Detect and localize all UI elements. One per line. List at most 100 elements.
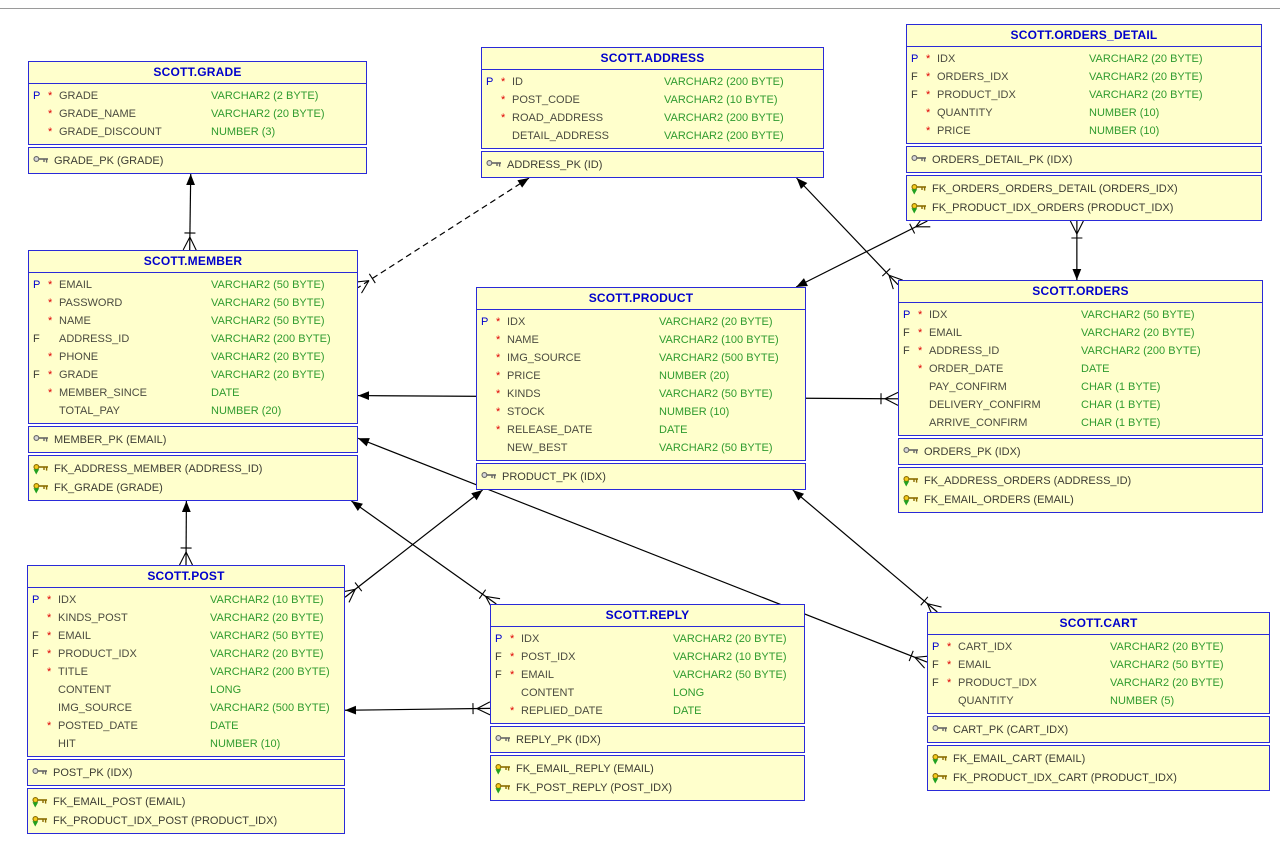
relationship-fk-orders-orders-detail[interactable] (1069, 220, 1084, 281)
column-name: KINDS (507, 388, 541, 400)
foreign-key-icon (932, 753, 949, 765)
relationship-fk-email-cart[interactable] (357, 437, 930, 669)
required-marker: * (496, 334, 501, 346)
required-marker: * (496, 352, 501, 364)
key-type-marker (33, 312, 48, 330)
foreign-key-icon (932, 772, 949, 784)
primary-key-row: PRODUCT_PK (IDX) (477, 467, 805, 486)
foreign-key-compartment: FK_EMAIL_CART (EMAIL)FK_PRODUCT_IDX_CART… (927, 745, 1270, 791)
key-type-marker (903, 396, 918, 414)
column-datatype: VARCHAR2 (20 BYTE) (1089, 53, 1203, 65)
key-type-marker (32, 735, 47, 753)
column-name: PRODUCT_IDX (937, 89, 1016, 101)
column-datatype: VARCHAR2 (50 BYTE) (211, 315, 325, 327)
foreign-key-label: FK_PRODUCT_IDX_POST (PRODUCT_IDX) (53, 814, 278, 827)
column-datatype: VARCHAR2 (200 BYTE) (664, 112, 784, 124)
foreign-key-row: FK_EMAIL_CART (EMAIL) (928, 749, 1269, 768)
foreign-key-row: FK_PRODUCT_IDX_ORDERS (PRODUCT_IDX) (907, 198, 1261, 217)
primary-key-compartment: CART_PK (CART_IDX) (927, 716, 1270, 743)
required-marker (48, 402, 59, 420)
relationship-fk-address-member[interactable] (354, 177, 530, 294)
entity-title: SCOTT.CART (928, 613, 1269, 635)
primary-key-icon (911, 154, 928, 166)
primary-key-label: PRODUCT_PK (IDX) (502, 470, 606, 483)
required-marker: * (48, 369, 53, 381)
foreign-key-row: FK_EMAIL_REPLY (EMAIL) (491, 759, 804, 778)
column-name: PRICE (507, 370, 541, 382)
column-name: POST_IDX (521, 651, 576, 663)
column-datatype: NUMBER (10) (1089, 125, 1160, 137)
required-marker: * (926, 71, 931, 83)
primary-key-compartment: POST_PK (IDX) (27, 759, 345, 786)
column-name: IDX (521, 633, 540, 645)
foreign-key-compartment: FK_ADDRESS_MEMBER (ADDRESS_ID)FK_GRADE (… (28, 455, 358, 501)
primary-key-compartment: ADDRESS_PK (ID) (481, 151, 824, 178)
column-datatype: NUMBER (3) (211, 126, 276, 138)
column-datatype: VARCHAR2 (200 BYTE) (664, 76, 784, 88)
primary-key-icon (481, 471, 498, 483)
foreign-key-label: FK_PRODUCT_IDX_ORDERS (PRODUCT_IDX) (932, 201, 1174, 214)
column-datatype: VARCHAR2 (20 BYTE) (1089, 71, 1203, 83)
relationship-fk-grade[interactable] (182, 173, 197, 251)
column-datatype: VARCHAR2 (10 BYTE) (210, 594, 324, 606)
foreign-key-row: FK_EMAIL_ORDERS (EMAIL) (899, 490, 1262, 509)
foreign-key-label: FK_EMAIL_CART (EMAIL) (953, 752, 1086, 765)
column-name: IDX (937, 53, 956, 65)
required-marker (47, 681, 58, 699)
key-type-marker (903, 378, 918, 396)
foreign-key-icon (495, 763, 512, 775)
foreign-key-icon (903, 494, 920, 506)
column-datatype: VARCHAR2 (200 BYTE) (1081, 345, 1201, 357)
primary-key-label: ADDRESS_PK (ID) (507, 158, 603, 171)
relationship-fk-product-idx-cart[interactable] (792, 489, 942, 618)
key-type-marker (481, 421, 496, 439)
relationship-fk-email-post[interactable] (179, 500, 193, 566)
required-marker (918, 414, 929, 432)
primary-key-label: POST_PK (IDX) (53, 766, 133, 779)
column-name: PRICE (937, 125, 971, 137)
relationship-fk-address-orders[interactable] (796, 177, 903, 290)
column-name: PHONE (59, 351, 99, 363)
primary-key-compartment: ORDERS_PK (IDX) (898, 438, 1263, 465)
required-marker: * (918, 327, 923, 339)
primary-key-row: POST_PK (IDX) (28, 763, 344, 782)
key-type-marker (32, 699, 47, 717)
relationship-fk-email-reply[interactable] (351, 500, 501, 610)
column-datatype: NUMBER (10) (1089, 107, 1160, 119)
relationship-fk-post-reply[interactable] (344, 701, 491, 716)
key-type-marker (911, 104, 926, 122)
foreign-key-row: FK_POST_REPLY (POST_IDX) (491, 778, 804, 797)
column-name: EMAIL (958, 659, 992, 671)
column-datatype: NUMBER (20) (211, 405, 282, 417)
relationship-fk-product-idx-post[interactable] (340, 489, 483, 603)
key-type-marker (33, 348, 48, 366)
column-datatype: VARCHAR2 (20 BYTE) (673, 633, 787, 645)
column-name: ADDRESS_ID (929, 345, 1000, 357)
column-datatype: VARCHAR2 (50 BYTE) (1110, 659, 1224, 671)
required-marker (501, 127, 512, 145)
relationship-fk-product-idx-orders[interactable] (795, 214, 931, 288)
column-datatype: CHAR (1 BYTE) (1081, 381, 1161, 393)
column-datatype: VARCHAR2 (500 BYTE) (210, 702, 330, 714)
required-marker: * (926, 107, 931, 119)
